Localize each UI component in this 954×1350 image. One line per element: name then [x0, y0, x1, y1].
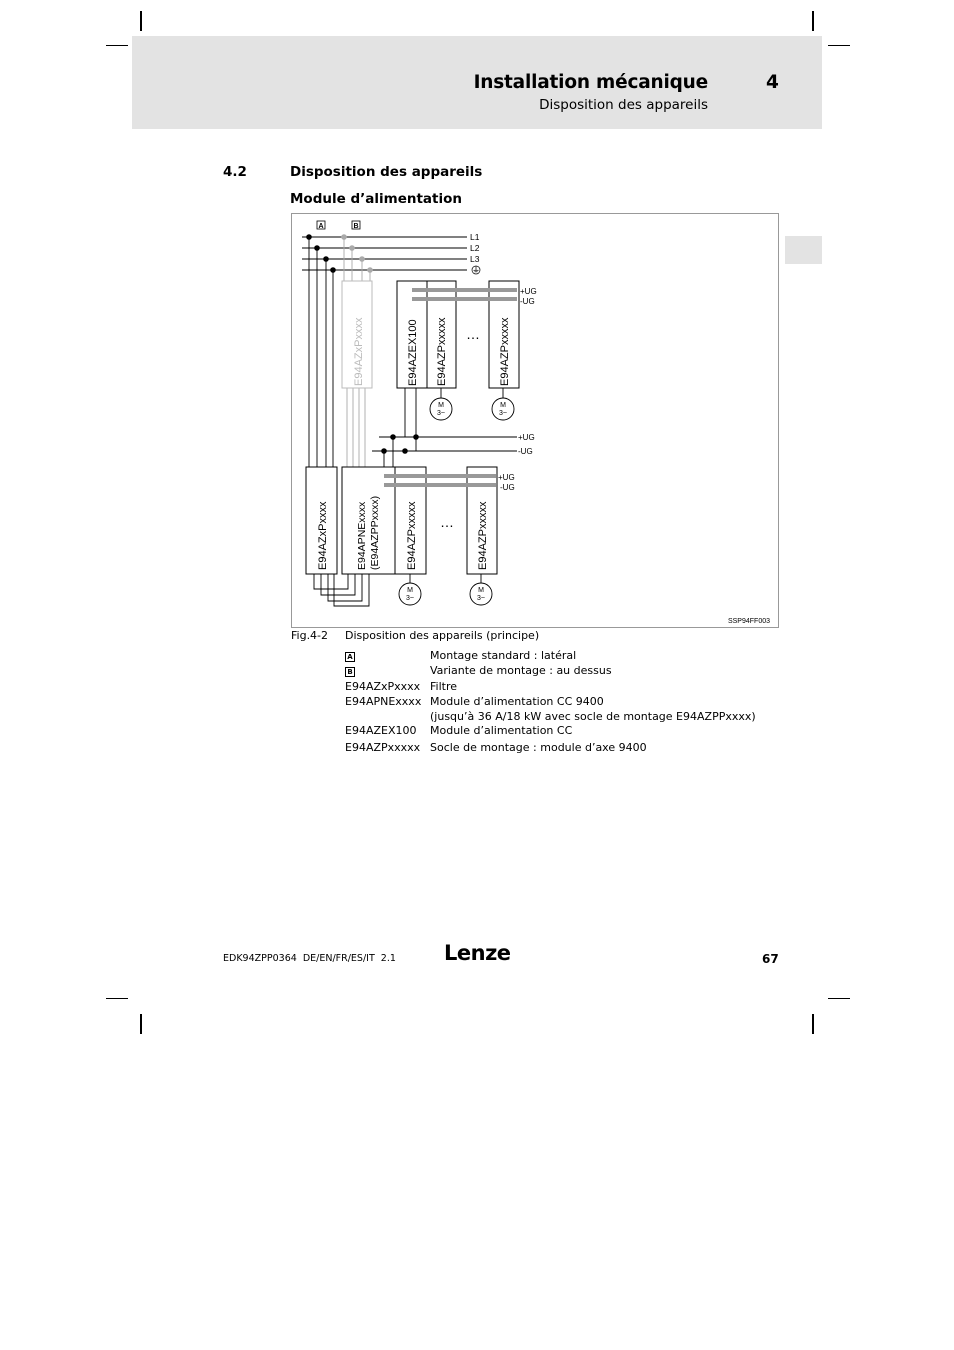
- variant-b-wiring: [343, 237, 371, 467]
- variant-a-wiring: [308, 237, 334, 467]
- legend-key: A: [345, 652, 355, 662]
- figure-caption: Disposition des appareils (principe): [345, 629, 540, 642]
- marker-a: A: [318, 223, 323, 230]
- top-ug-plus-bar: [412, 288, 517, 292]
- legend-key: E94APNExxxx: [345, 695, 422, 708]
- crop-mark: [140, 1014, 142, 1034]
- top-ug-minus-bar: [412, 297, 517, 301]
- crop-mark: [106, 45, 128, 46]
- top-ug-minus-label: -UG: [520, 297, 535, 306]
- phase-l1-label: L1: [470, 232, 480, 242]
- legend-value: (jusqu’à 36 A/18 kW avec socle de montag…: [430, 710, 756, 723]
- svg-text:M: M: [438, 402, 444, 409]
- bottom-axis-module-2-label: E94AZPxxxxx: [477, 501, 489, 570]
- bottom-axis-module-1-label: E94AZPxxxxx: [406, 501, 418, 570]
- legend-key: E94AZPxxxxx: [345, 741, 421, 754]
- crop-mark: [106, 998, 128, 999]
- svg-text:3~: 3~: [499, 410, 507, 417]
- middle-ug-wiring: [372, 388, 517, 467]
- top-ug-plus-label: +UG: [520, 287, 537, 296]
- middle-ug-junctions: [381, 434, 419, 454]
- bottom-power-module-label: E94APNExxxx: [356, 501, 368, 570]
- document-reference: EDK94ZPP0364 DE/EN/FR/ES/IT 2.1: [223, 953, 396, 964]
- bottom-ellipsis: …: [440, 514, 454, 530]
- top-motor-2: M 3~: [491, 397, 515, 421]
- legend-value: Module d’alimentation CC: [430, 724, 573, 737]
- phase-lines: [302, 236, 467, 271]
- filter-output-wiring: [313, 574, 370, 607]
- crop-mark: [140, 11, 142, 31]
- svg-text:3~: 3~: [406, 595, 414, 602]
- figure-number: Fig.4-2: [291, 629, 329, 642]
- chapter-subtitle: Disposition des appareils: [539, 97, 708, 113]
- bottom-motor-2: M 3~: [469, 582, 493, 606]
- top-ellipsis: …: [466, 326, 480, 342]
- bottom-ug-minus-bar: [384, 483, 496, 487]
- legend-value: Montage standard : latéral: [430, 649, 577, 662]
- legend-value: Socle de montage : module d’axe 9400: [430, 741, 647, 754]
- bottom-ug-minus-label: -UG: [500, 483, 515, 492]
- marker-b-box: [351, 220, 361, 230]
- bottom-power-module: [341, 466, 396, 575]
- top-filter-device: [341, 280, 373, 389]
- bottom-ug-plus-label: +UG: [498, 473, 515, 482]
- variant-a-junctions: [306, 234, 336, 273]
- bottom-filter-device: [305, 466, 338, 575]
- crop-mark: [812, 11, 814, 31]
- top-motor-1: M 3~: [429, 397, 453, 421]
- subsection-title: Module d’alimentation: [290, 191, 462, 207]
- figure-frame: A B L1 L2 L3: [291, 213, 779, 628]
- phase-l2-label: L2: [470, 243, 480, 253]
- figure-id: SSP94FF003: [728, 618, 770, 625]
- chapter-tab-marker: [785, 236, 822, 264]
- legend-value: Filtre: [430, 680, 458, 693]
- middle-ug-plus-label: +UG: [518, 433, 535, 442]
- svg-text:3~: 3~: [437, 410, 445, 417]
- svg-text:M: M: [407, 587, 413, 594]
- legend-value: Module d’alimentation CC 9400: [430, 695, 604, 708]
- legend-value: Variante de montage : au dessus: [430, 664, 612, 677]
- variant-b-junctions: [341, 234, 373, 273]
- chapter-number: 4: [766, 72, 779, 93]
- device-arrangement-diagram: A B L1 L2 L3: [302, 220, 770, 625]
- section-title: Disposition des appareils: [290, 164, 483, 180]
- legend-key: B: [345, 667, 355, 677]
- top-axis-module-1-label: E94AZPxxxxx: [436, 317, 448, 386]
- ground-icon: [471, 265, 481, 275]
- bottom-filter-label: E94AZxPxxxx: [317, 501, 329, 570]
- svg-text:M: M: [500, 402, 506, 409]
- header-band: [132, 36, 822, 129]
- lenze-logo: Lenze: [444, 941, 511, 965]
- marker-a-box: [316, 220, 326, 230]
- section-number: 4.2: [223, 164, 247, 180]
- crop-mark: [812, 1014, 814, 1034]
- top-filter-label: E94AZxPxxxx: [353, 317, 365, 386]
- crop-mark: [828, 998, 850, 999]
- svg-text:M: M: [478, 587, 484, 594]
- crop-mark: [828, 45, 850, 46]
- chapter-title: Installation mécanique: [473, 72, 709, 93]
- middle-ug-minus-label: -UG: [518, 447, 533, 456]
- top-axis-module-2-label: E94AZPxxxxx: [499, 317, 511, 386]
- legend-key: E94AZEX100: [345, 724, 417, 737]
- svg-text:3~: 3~: [477, 595, 485, 602]
- bottom-motor-1: M 3~: [398, 582, 422, 606]
- top-dc-module-label: E94AZEX100: [407, 319, 419, 386]
- bottom-power-module-sublabel: (E94AZPPxxxx): [369, 496, 381, 570]
- marker-b: B: [353, 223, 358, 230]
- page-number: 67: [762, 952, 779, 966]
- phase-l3-label: L3: [470, 254, 480, 264]
- bottom-ug-plus-bar: [384, 474, 496, 478]
- legend-key: E94AZxPxxxx: [345, 680, 421, 693]
